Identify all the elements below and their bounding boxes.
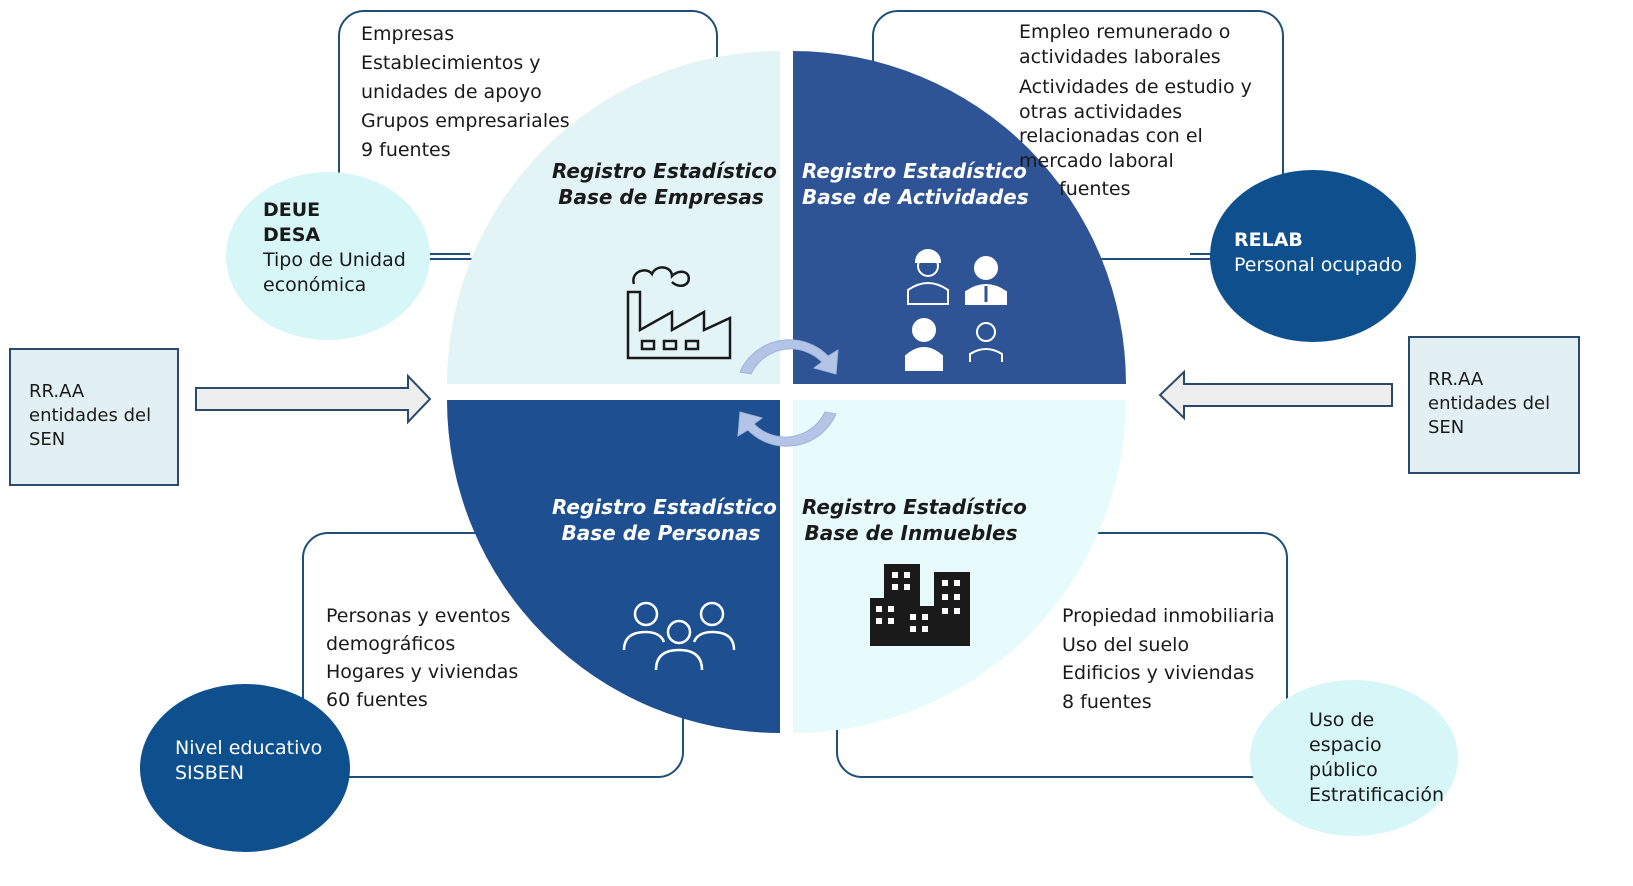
quadrant-personas-title: Registro Estadístico Base de Personas (552, 495, 777, 545)
ellipse-relab-text: RELAB Personal ocupado (1234, 229, 1403, 276)
ellipse-relab (1210, 170, 1416, 342)
ellipse-nivel-educativo (140, 684, 350, 852)
quadrant-personas (447, 400, 780, 733)
quadrant-actividades-title: Registro Estadístico Base de Actividades (802, 159, 1029, 209)
card-empresas-text: Empresas Establecimientos y unidades de … (361, 23, 570, 161)
factory-icon (626, 266, 732, 360)
ellipse-uso-espacio (1250, 680, 1458, 836)
ellipse-deue (226, 172, 430, 340)
source-box-left: RR.AA entidades del SEN (9, 348, 179, 486)
right-input-arrow (1158, 369, 1393, 421)
source-box-right: RR.AA entidades del SEN (1408, 336, 1580, 474)
cycle-arrows (737, 339, 839, 447)
ellipse-deue-text: DEUE DESA Tipo de Unidad económica (263, 199, 406, 296)
buildings-icon (870, 564, 970, 646)
card-actividades-text: Empleo remunerado o actividades laborale… (1019, 21, 1252, 200)
quadrant-empresas-title: Registro Estadístico Base de Empresas (552, 159, 777, 209)
quadrant-actividades (793, 51, 1126, 384)
ellipse-uso-text: Uso de espacio público Estratificación (1309, 709, 1444, 806)
card-personas-text: Personas y eventos demográficos Hogares … (326, 605, 519, 711)
ellipse-nivel-text: Nivel educativo SISBEN (175, 737, 323, 784)
card-inmuebles-text: Propiedad inmobiliaria Uso del suelo Edi… (1062, 605, 1275, 713)
quadrant-empresas (447, 51, 780, 384)
left-input-arrow (195, 373, 432, 425)
quadrant-inmuebles-title: Registro Estadístico Base de Inmuebles (802, 495, 1027, 545)
quadrant-inmuebles (793, 400, 1126, 733)
workers-icon (905, 249, 1007, 371)
people-group-icon (622, 601, 736, 671)
